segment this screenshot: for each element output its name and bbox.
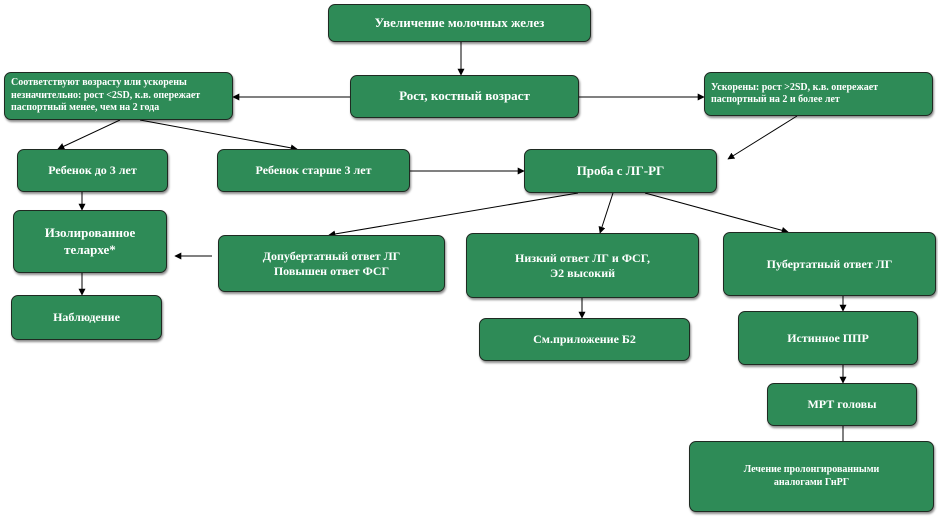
arrow-age-appropriate-to-under-3 — [57, 119, 121, 150]
node-child-under-3: Ребенок до 3 лет — [17, 149, 168, 192]
node-growth-bone-age-label: Рост, костный возраст — [399, 88, 530, 104]
node-lhrh-test: Проба с ЛГ-РГ — [524, 149, 717, 193]
node-accelerated: Ускорены: рост >2SD, к.в. опережает пасп… — [704, 72, 933, 116]
node-gnrh-treatment: Лечение пролонгированными аналогами ГнРГ — [689, 441, 934, 512]
node-low-lh-fsh: Низкий ответ ЛГ и ФСГ, Э2 высокий — [466, 233, 699, 298]
node-observation: Наблюдение — [11, 295, 162, 340]
node-observation-label: Наблюдение — [53, 310, 120, 324]
node-isolated-thelarche-label: Изолированное телархе* — [44, 225, 136, 257]
node-child-over-3: Ребенок старше 3 лет — [217, 149, 410, 192]
node-head-mri: МРТ головы — [767, 383, 917, 426]
node-isolated-thelarche: Изолированное телархе* — [13, 210, 167, 273]
node-accelerated-label: Ускорены: рост >2SD, к.в. опережает пасп… — [711, 81, 879, 106]
node-pubertal-response-label: Пубертатный ответ ЛГ — [766, 256, 893, 271]
node-true-ppr-label: Истинное ППР — [787, 330, 869, 345]
arrow-lhrh-to-pubertal — [644, 192, 789, 234]
node-child-over-3-label: Ребенок старше 3 лет — [255, 163, 372, 177]
node-true-ppr: Истинное ППР — [738, 311, 918, 365]
node-pubertal-response: Пубертатный ответ ЛГ — [723, 232, 936, 296]
arrow-age-appropriate-to-over-3 — [139, 119, 298, 152]
node-breast-enlargement: Увеличение молочных желез — [328, 4, 591, 42]
node-prepubertal-response: Допубертатный ответ ЛГ Повышен ответ ФСГ — [218, 235, 445, 292]
node-child-under-3-label: Ребенок до 3 лет — [48, 163, 137, 177]
node-lhrh-test-label: Проба с ЛГ-РГ — [576, 162, 665, 178]
node-growth-bone-age: Рост, костный возраст — [350, 75, 579, 118]
node-head-mri-label: МРТ головы — [807, 397, 877, 411]
node-low-lh-fsh-label: Низкий ответ ЛГ и ФСГ, Э2 высокий — [515, 250, 650, 280]
node-prepubertal-response-label: Допубертатный ответ ЛГ Повышен ответ ФСГ — [262, 248, 401, 278]
node-see-appendix-label: См.приложение Б2 — [533, 332, 636, 346]
node-age-appropriate: Соответствуют возрасту или ускорены незн… — [4, 72, 233, 120]
node-see-appendix: См.приложение Б2 — [479, 318, 690, 361]
node-breast-enlargement-label: Увеличение молочных желез — [374, 14, 545, 30]
arrow-accelerated-to-lhrh — [727, 115, 798, 160]
arrow-lhrh-to-prepubertal — [328, 192, 579, 238]
node-gnrh-treatment-label: Лечение пролонгированными аналогами ГнРГ — [743, 464, 880, 488]
node-age-appropriate-label: Соответствуют возрасту или ускорены незн… — [11, 77, 201, 114]
arrow-lhrh-to-low-lh — [598, 192, 614, 234]
